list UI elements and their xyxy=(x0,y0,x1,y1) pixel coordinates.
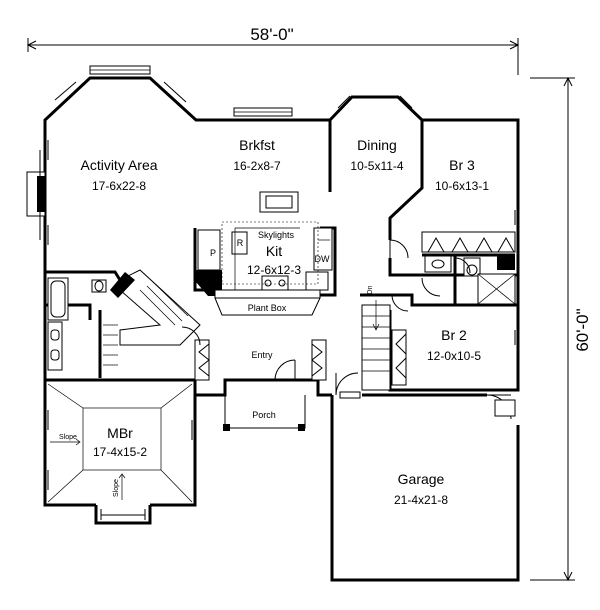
dining-size: 10-5x11-4 xyxy=(350,159,403,173)
entry-label: Entry xyxy=(251,350,273,360)
stairs-dn-label: Dn xyxy=(367,285,374,294)
width-dimension: 58'-0" xyxy=(26,25,520,75)
refrigerator-label: R xyxy=(237,238,244,248)
mbr-tray-ceiling xyxy=(47,383,193,503)
doors xyxy=(181,239,516,420)
left-wall-windows xyxy=(47,140,193,490)
hall-bath-fixtures xyxy=(424,255,516,305)
depth-dimension: 60'-0" xyxy=(530,76,592,582)
kitchen-fixtures xyxy=(196,191,333,299)
activity-area-name: Activity Area xyxy=(80,157,157,173)
br2-size: 12-0x10-5 xyxy=(427,349,481,363)
dining-name: Dining xyxy=(357,137,397,153)
mbr-size: 17-4x15-2 xyxy=(93,445,147,459)
plant-box-outline xyxy=(214,297,321,316)
kit-size: 12-6x12-3 xyxy=(247,263,301,277)
mbr-name: MBr xyxy=(107,425,133,441)
dishwasher-label: DW xyxy=(315,254,330,264)
porch-label: Porch xyxy=(252,410,276,420)
depth-dimension-label: 60'-0" xyxy=(573,308,592,351)
br2-name: Br 2 xyxy=(441,327,467,343)
br3-name: Br 3 xyxy=(449,157,475,173)
width-dimension-label: 58'-0" xyxy=(250,25,293,44)
fireplace xyxy=(26,150,46,240)
garage-size: 21-4x21-8 xyxy=(394,493,448,507)
stairs xyxy=(361,300,391,391)
pantry-label: P xyxy=(210,248,216,258)
slope-bottom-label: Slope xyxy=(113,479,120,497)
windows xyxy=(54,65,516,345)
brkfst-name: Brkfst xyxy=(239,137,275,153)
master-bath-fixtures xyxy=(47,277,107,371)
kit-name: Kit xyxy=(266,243,282,259)
exterior-walls xyxy=(43,76,520,582)
slope-left-label: Slope xyxy=(59,434,77,441)
garage-name: Garage xyxy=(398,471,445,487)
br3-closet xyxy=(421,231,516,253)
mbr-bay-window xyxy=(94,505,152,525)
skylights-label: Skylights xyxy=(258,230,295,240)
brkfst-size: 16-2x8-7 xyxy=(233,159,281,173)
br3-size: 10-6x13-1 xyxy=(435,179,489,193)
plant-box-label: Plant Box xyxy=(248,303,287,313)
br2-closet xyxy=(391,329,407,386)
master-closet xyxy=(103,269,201,366)
foyer-closets xyxy=(198,343,323,377)
porch xyxy=(223,395,306,431)
activity-area-size: 17-6x22-8 xyxy=(92,179,146,193)
